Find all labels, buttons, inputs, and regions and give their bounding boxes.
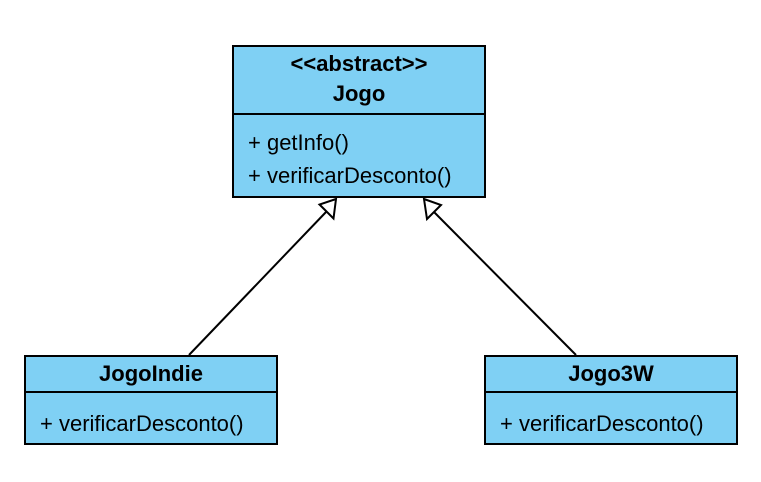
- class-jogo[interactable]: <<abstract>> Jogo + getInfo() + verifica…: [232, 45, 486, 198]
- class-header-jogoindie: JogoIndie: [26, 357, 276, 393]
- class-name: Jogo3W: [568, 361, 654, 386]
- class-methods-jogoindie: + verificarDesconto(): [26, 393, 276, 440]
- method-verificardesconto: + verificarDesconto(): [500, 411, 704, 436]
- class-methods-jogo3w: + verificarDesconto(): [486, 393, 736, 440]
- class-header-jogo: <<abstract>> Jogo: [234, 47, 484, 115]
- method-verificardesconto: + verificarDesconto(): [248, 163, 452, 188]
- edge-line-jogo3w: [432, 210, 577, 356]
- edge-line-jogoindie: [188, 210, 328, 356]
- method-getinfo: + getInfo(): [248, 130, 349, 155]
- class-stereotype: <<abstract>>: [290, 51, 428, 76]
- hollow-arrowhead-icon: [422, 197, 443, 222]
- class-methods-jogo: + getInfo() + verificarDesconto(): [234, 115, 484, 192]
- generalization-jogoindie-to-jogo: [188, 197, 338, 356]
- generalization-jogo3w-to-jogo: [422, 197, 577, 356]
- method-verificardesconto: + verificarDesconto(): [40, 411, 244, 436]
- class-jogoindie[interactable]: JogoIndie + verificarDesconto(): [24, 355, 278, 445]
- class-header-jogo3w: Jogo3W: [486, 357, 736, 393]
- class-name: Jogo: [332, 81, 386, 106]
- class-jogo3w[interactable]: Jogo3W + verificarDesconto(): [484, 355, 738, 445]
- hollow-arrowhead-icon: [317, 197, 338, 221]
- class-name: JogoIndie: [99, 361, 203, 386]
